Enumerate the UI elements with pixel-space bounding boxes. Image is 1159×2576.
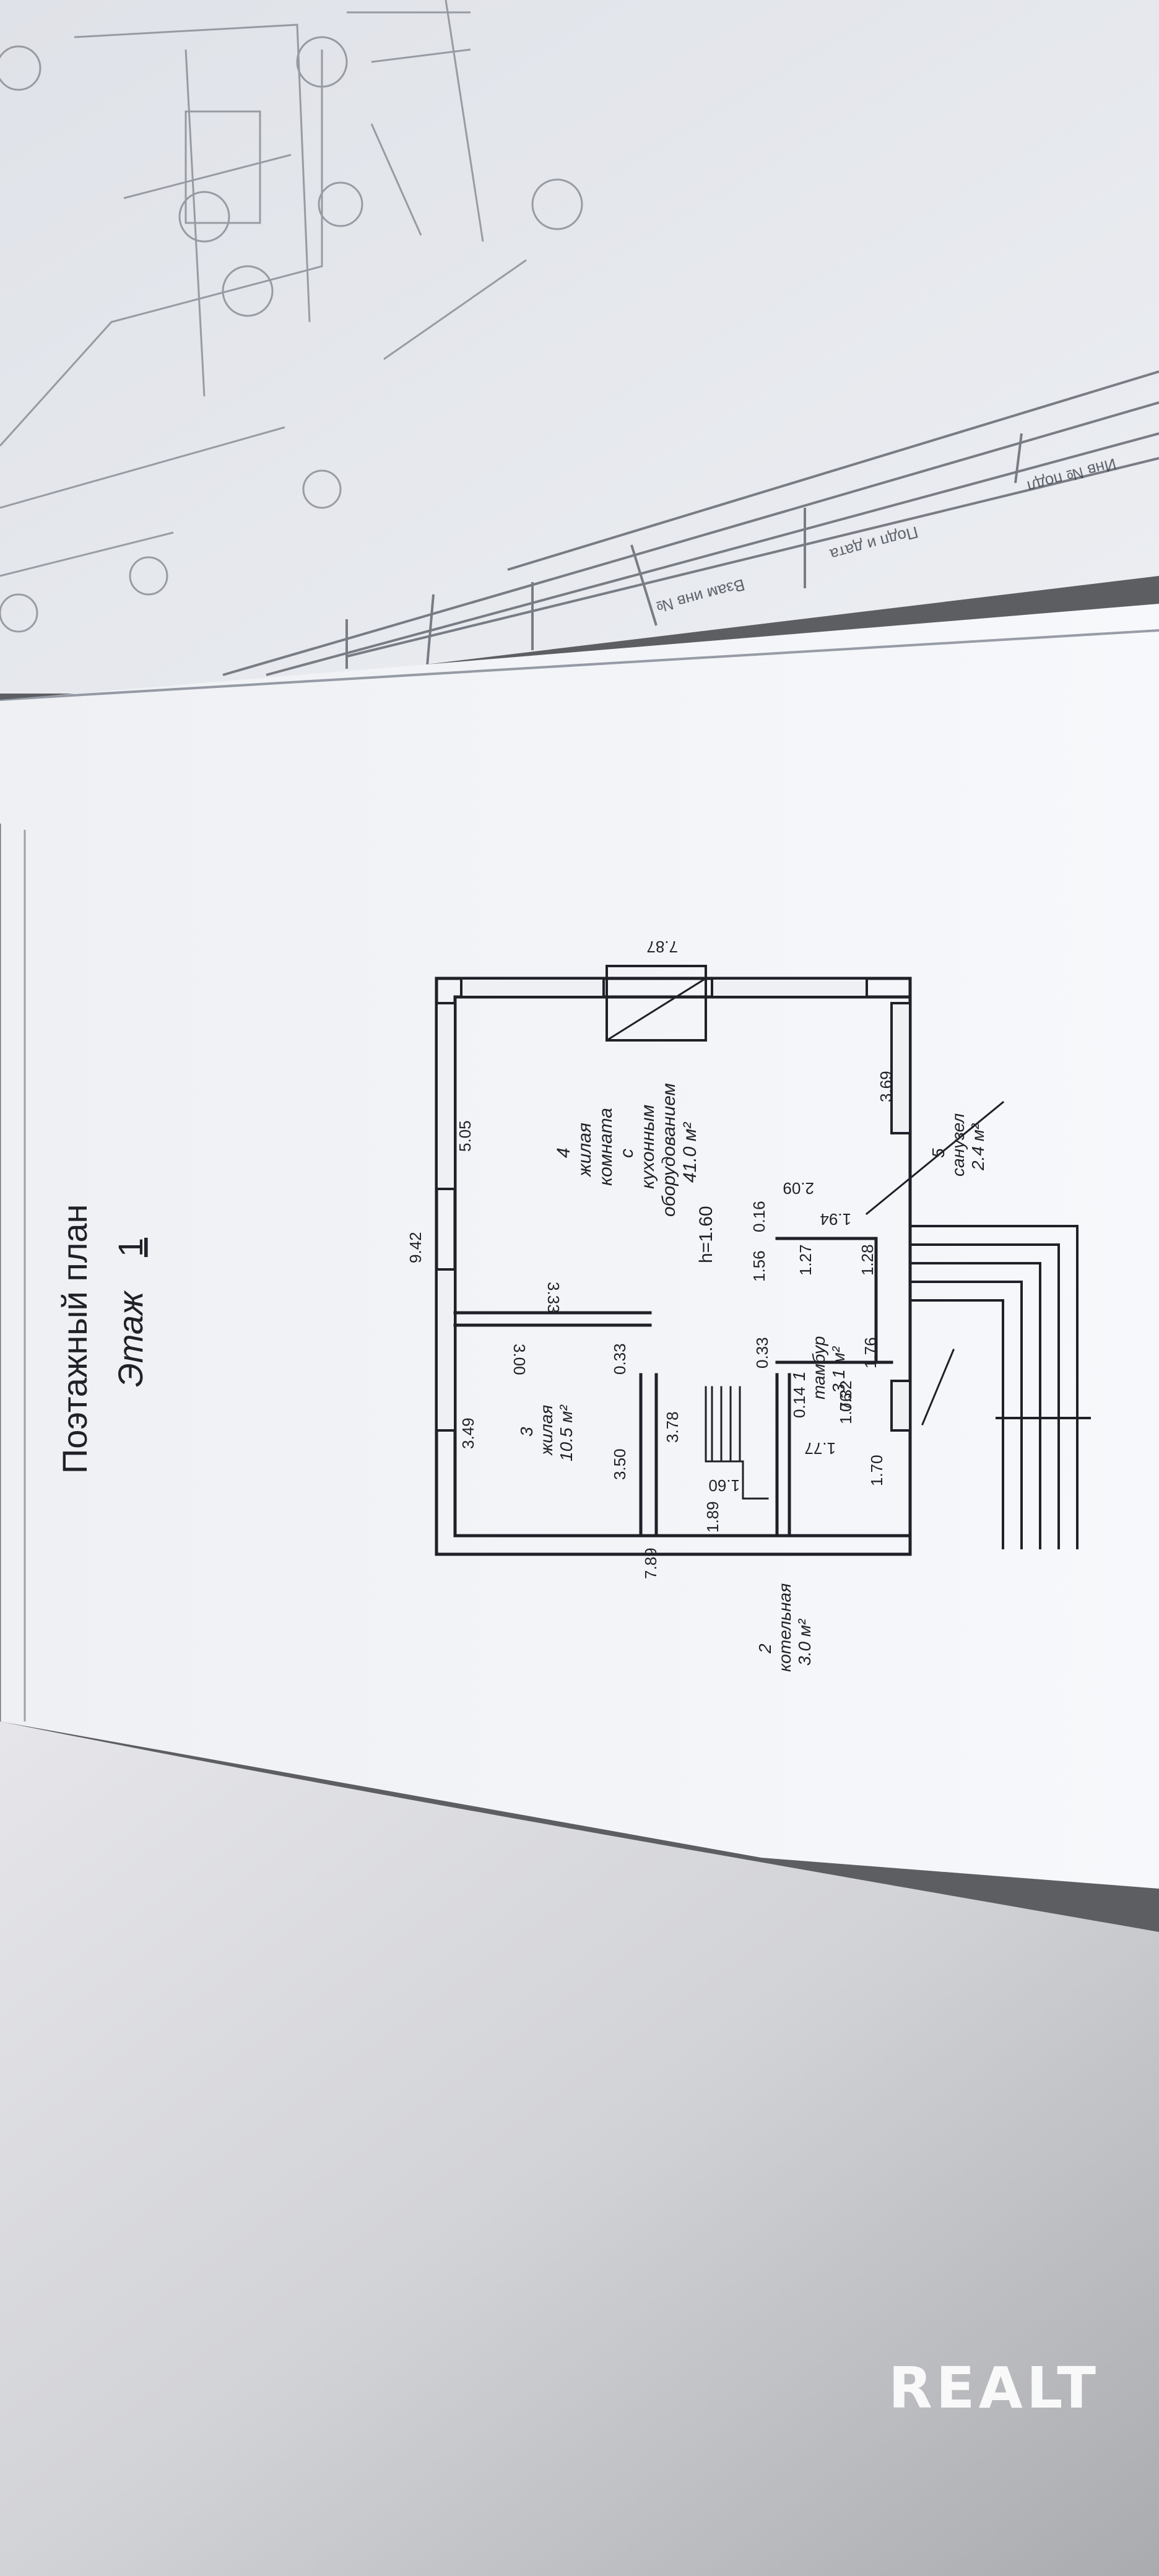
curled-page [0,1721,1159,2576]
room-4-name-line-5: оборудованием [659,1083,679,1217]
dim-11: 7.89 [641,1547,660,1579]
bg-label-2: Инв № подл [1025,455,1118,496]
stairs [705,1386,769,1500]
inner-walls [453,1237,893,1538]
outer-walls [435,977,912,1556]
dim-18: 1.27 [796,1244,815,1276]
dim-23: 0.32 [836,1380,855,1412]
room-3-name: жилая [537,1405,556,1456]
dim-14: 1.56 [750,1250,768,1282]
dim-25: 1.76 [861,1337,880,1368]
dim-22: 1.76 [836,1393,855,1424]
dim-15: 0.16 [750,1201,768,1232]
dim-16: 2.09 [783,1179,814,1198]
dim-20: 0.33 [753,1337,771,1368]
plan-title: Поэтажный план [55,1204,94,1474]
leader-lines [865,1100,1005,1425]
room-1-name: тамбур [809,1336,828,1399]
room-5-name: санузел [948,1113,968,1177]
dim-24: 1.77 [804,1439,836,1458]
dim-8: 3.50 [610,1448,629,1480]
porch-steps [909,1225,1091,1549]
room-4-name-line-4: кухонным [638,1105,658,1189]
room-4-area: 41.0 м² [680,1122,700,1183]
dim-19: 1.28 [858,1244,877,1276]
room-1-area: 3.1 м² [829,1346,848,1393]
dim-5: 3.00 [510,1344,529,1375]
room-3-area: 10.5 м² [557,1404,576,1461]
dim-12: 1.70 [867,1455,886,1486]
room-5-number: 5 [929,1148,948,1158]
room-5-area: 2.4 м² [968,1123,988,1171]
dim-7: 3.49 [459,1417,477,1449]
room-1-number: 1 [789,1371,809,1381]
room-2-area: 3.0 м² [795,1618,814,1666]
floor-number: 1 [111,1238,150,1257]
dim-3: 3.69 [877,1071,895,1102]
floor-plan-page [0,604,1159,1889]
dim-17: 1.94 [820,1210,851,1229]
dim-10: 1.89 [703,1501,722,1533]
room-2-number: 2 [755,1643,775,1654]
window-openings [435,977,911,1432]
dim-21: 0.14 [790,1386,809,1418]
room-4-name-line-3: с [617,1149,637,1158]
dim-9: 3.78 [663,1411,682,1443]
dim-6: 0.33 [610,1343,629,1375]
bg-label-0: Взам инв № [654,575,747,617]
bg-label-1: Подп и дата [828,523,920,564]
background-drawing-sheet [0,0,1159,694]
dim-1: 9.42 [406,1232,425,1263]
dim-0: 7.87 [646,938,678,956]
kitchen-unit [606,965,707,1042]
room-2-name: котельная [775,1583,794,1672]
floor-label: Этаж [111,1290,150,1387]
room-3-number: 3 [517,1427,536,1437]
room-4-name-line-2: комната [596,1108,616,1186]
room-4-number: 4 [553,1147,574,1158]
realt-watermark: REALT [888,2355,1100,2421]
height-label: h=1.60 [696,1206,716,1263]
dim-2: 5.05 [456,1120,474,1152]
dim-13: 1.60 [708,1476,740,1495]
room-4-name-line-1: жилая [575,1123,595,1178]
dim-4: 3.33 [544,1282,563,1313]
